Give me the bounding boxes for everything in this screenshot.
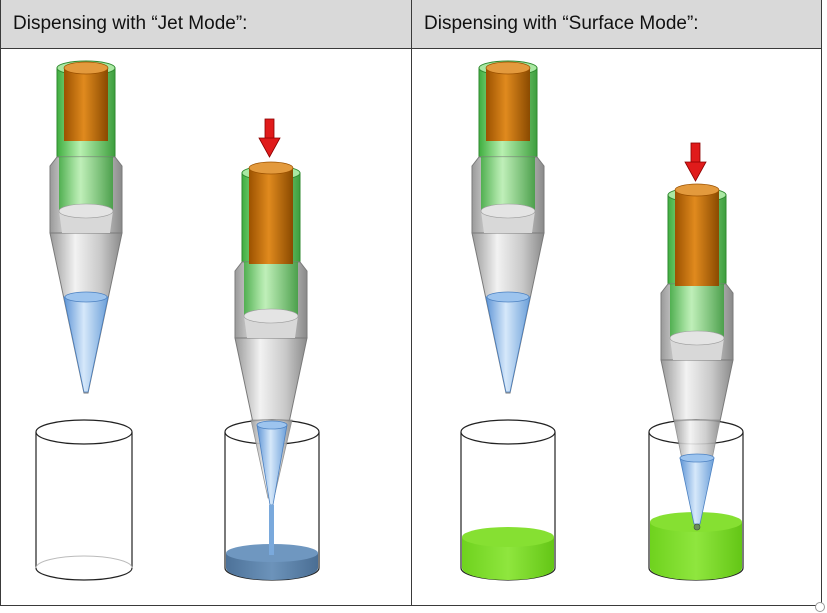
piston — [64, 68, 108, 141]
jet-stream — [269, 505, 274, 555]
surface-dispenser-idle — [471, 60, 545, 394]
surface-nozzle-front — [673, 419, 721, 531]
surface-mode-header: Dispensing with “Surface Mode”: — [412, 0, 821, 49]
jet-nozzle-front — [250, 419, 293, 555]
surface-liquid — [650, 522, 742, 580]
piston — [249, 168, 293, 264]
surface-liquid — [462, 537, 554, 580]
jet-cup-empty — [35, 419, 133, 581]
down-arrow-icon — [684, 142, 707, 182]
panel-divider — [411, 0, 412, 606]
down-arrow-icon — [258, 118, 281, 158]
resize-handle — [815, 602, 825, 612]
surface-dispenser-active — [660, 183, 734, 521]
surface-cup-active — [648, 419, 744, 581]
surface-mode-title: Dispensing with “Surface Mode”: — [424, 13, 699, 34]
fluid-cone — [63, 296, 109, 393]
jet-dispenser-idle — [49, 60, 123, 394]
surface-cup-prefilled — [460, 419, 556, 581]
piston — [486, 68, 530, 141]
jet-mode-title: Dispensing with “Jet Mode”: — [13, 13, 248, 34]
piston — [675, 190, 719, 286]
jet-mode-header: Dispensing with “Jet Mode”: — [1, 0, 411, 49]
fluid-cone — [485, 296, 531, 393]
jet-dispenser-active — [234, 161, 308, 499]
